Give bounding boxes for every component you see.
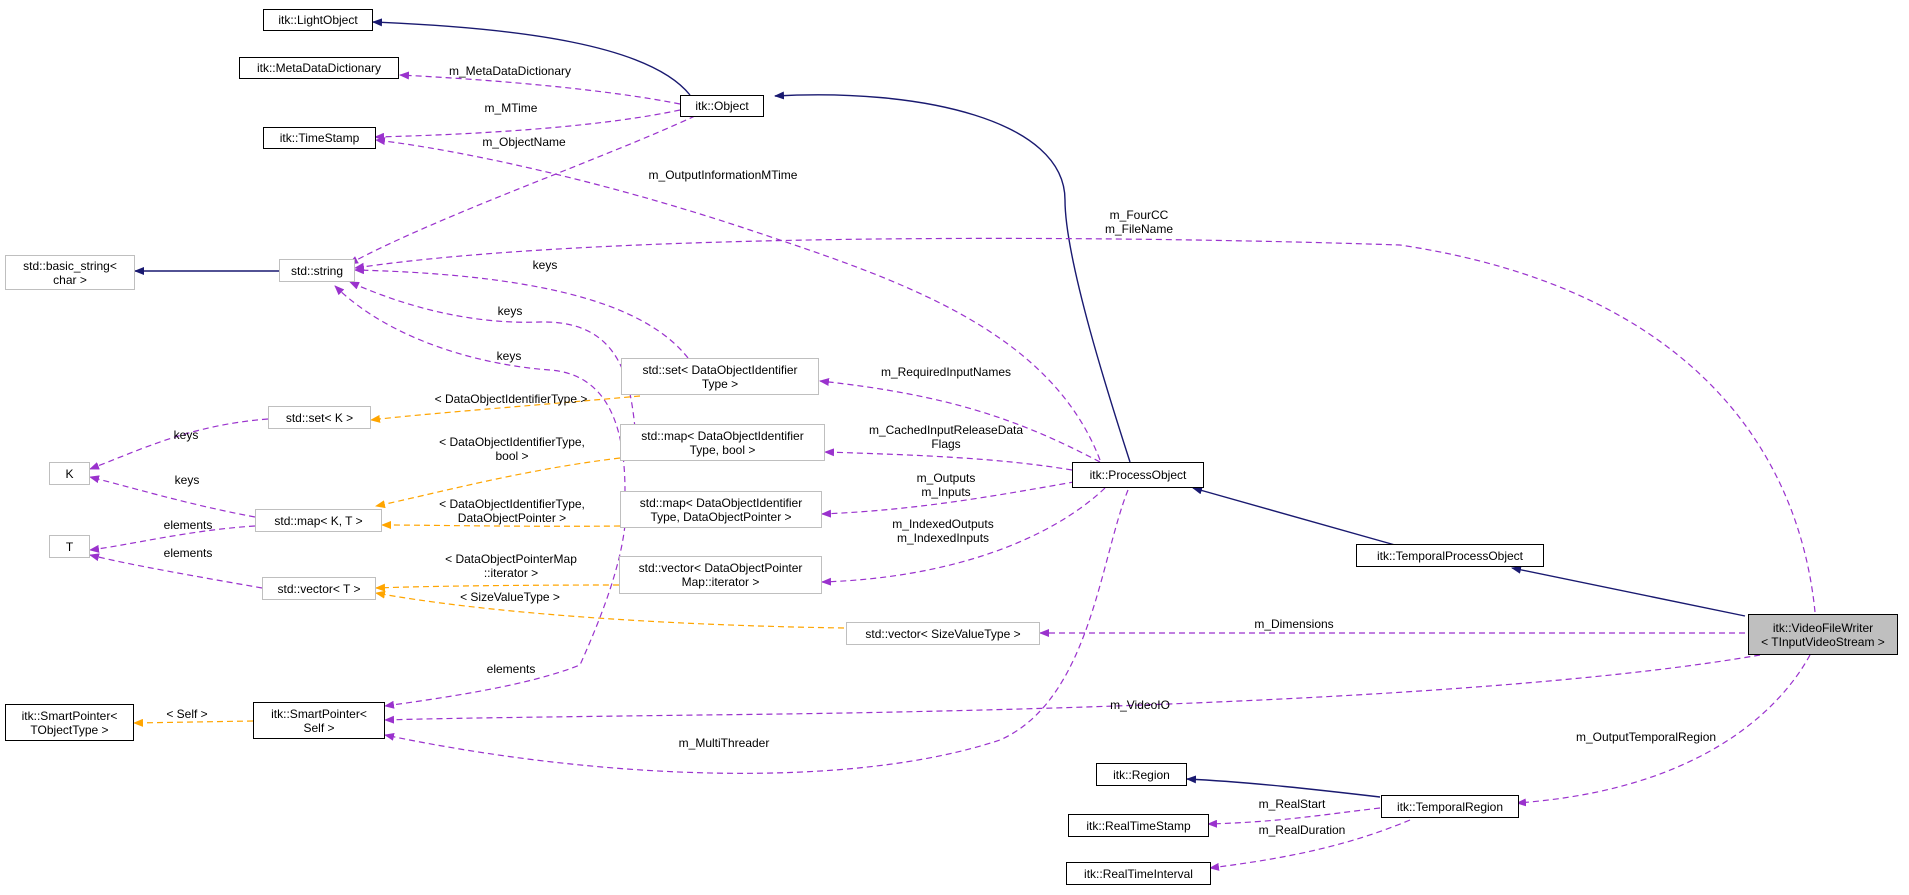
- label-tpl-self: < Self >: [166, 707, 208, 721]
- edge-object-to-lightobject: [372, 18, 691, 96]
- label-m-realduration: m_RealDuration: [1258, 823, 1346, 837]
- label-elements-vector: elements: [163, 546, 213, 560]
- node-std-string[interactable]: std::string: [279, 259, 355, 282]
- edge-smartpointer-self-from-tobject: [133, 718, 254, 727]
- edge-map-ptr-keys-string: [334, 285, 626, 493]
- node-itk-object[interactable]: itk::Object: [680, 95, 764, 117]
- edge-object-uses-timestamp: [374, 109, 681, 141]
- edge-temporalprocessobject-to-processobject: [1192, 486, 1396, 546]
- node-itk-smartpointer-tobjecttype[interactable]: itk::SmartPointer< TObjectType >: [5, 704, 134, 741]
- edge-vector-elements-t: [89, 553, 263, 589]
- edge-videofilewriter-to-temporalprocessobject: [1511, 565, 1746, 617]
- node-std-set-k[interactable]: std::set< K >: [268, 406, 371, 429]
- label-m-mtime: m_MTime: [484, 101, 538, 115]
- label-m-requiredinputnames: m_RequiredInputNames: [880, 365, 1012, 379]
- edge-processobject-uses-map-bool: [824, 448, 1073, 471]
- edge-temporalregion-uses-realtimestamp: [1207, 807, 1381, 828]
- node-std-set-dataobjectidentifiertype[interactable]: std::set< DataObjectIdentifier Type >: [621, 358, 819, 395]
- edge-processobject-uses-vector-iter: [821, 487, 1106, 586]
- node-itk-temporalregion[interactable]: itk::TemporalRegion: [1381, 795, 1519, 818]
- edge-map-bool-from-mapkt: [375, 457, 621, 509]
- edge-map-bool-keys-string: [349, 281, 636, 429]
- label-keys-setk: keys: [173, 428, 199, 442]
- label-m-outputs-inputs: m_Outputs m_Inputs: [916, 471, 976, 499]
- edge-processobject-uses-set-dataobjectid: [819, 377, 1101, 463]
- label-m-metadatadictionary: m_MetaDataDictionary: [448, 64, 572, 78]
- node-itk-videofilewriter[interactable]: itk::VideoFileWriter < TInputVideoStream…: [1748, 614, 1898, 655]
- edge-processobject-to-object: [774, 91, 1131, 463]
- edge-set-dataobjectid-keys-string: [354, 266, 689, 359]
- edge-videofilewriter-uses-smartpointer: [384, 654, 1761, 724]
- edge-videofilewriter-uses-temporalregion: [1516, 654, 1811, 807]
- node-itk-lightobject[interactable]: itk::LightObject: [263, 9, 373, 31]
- node-itk-smartpointer-self[interactable]: itk::SmartPointer< Self >: [253, 702, 385, 739]
- node-t[interactable]: T: [49, 535, 90, 558]
- edge-object-uses-string: [348, 115, 696, 265]
- label-keys-map-bool: keys: [497, 304, 523, 318]
- label-m-cachedinputreleasedataflags: m_CachedInputReleaseData Flags: [868, 423, 1024, 451]
- edge-processobject-uses-map-ptr: [821, 479, 1086, 518]
- node-std-map-k-t[interactable]: std::map< K, T >: [255, 509, 382, 532]
- edge-videofilewriter-uses-string: [354, 237, 1816, 613]
- node-itk-temporalprocessobject[interactable]: itk::TemporalProcessObject: [1356, 544, 1544, 567]
- label-tpl-vector-iter: < DataObjectPointerMap ::iterator >: [445, 552, 577, 580]
- label-m-indexedoutputs-inputs: m_IndexedOutputs m_IndexedInputs: [892, 517, 994, 545]
- node-std-vector-dataobjectpointermap-iterator[interactable]: std::vector< DataObjectPointer Map::iter…: [619, 556, 822, 594]
- node-std-vector-sizevaluetype[interactable]: std::vector< SizeValueType >: [846, 622, 1040, 645]
- node-itk-region[interactable]: itk::Region: [1096, 763, 1187, 786]
- edge-temporalregion-to-region: [1186, 775, 1381, 798]
- edge-mapkt-elements-t: [89, 525, 256, 553]
- node-itk-realtimestamp[interactable]: itk::RealTimeStamp: [1068, 814, 1209, 837]
- node-itk-timestamp[interactable]: itk::TimeStamp: [263, 127, 376, 149]
- label-m-outputtemporalregion: m_OutputTemporalRegion: [1575, 730, 1717, 744]
- node-std-vector-t[interactable]: std::vector< T >: [262, 577, 376, 600]
- edge-map-ptr-from-mapkt: [381, 521, 621, 530]
- label-tpl-sizevalue: < SizeValueType >: [460, 590, 560, 604]
- label-m-videoio: m_VideoIO: [1110, 698, 1170, 712]
- label-m-outputinformationmtime: m_OutputInformationMTime: [648, 168, 798, 182]
- label-m-dimensions: m_Dimensions: [1254, 617, 1334, 631]
- label-m-realstart: m_RealStart: [1258, 797, 1326, 811]
- label-elements-smartpointer: elements: [486, 662, 536, 676]
- edge-vector-iter-from-vector: [375, 583, 620, 592]
- edge-object-uses-metadatadictionary: [399, 71, 681, 105]
- edge-temporalregion-uses-realtimeinterval: [1209, 819, 1411, 871]
- label-tpl-set: < DataObjectIdentifierType >: [434, 392, 588, 406]
- node-std-map-dataobjectidentifiertype-bool[interactable]: std::map< DataObjectIdentifier Type, boo…: [620, 424, 825, 461]
- edge-setk-keys-k: [89, 418, 269, 470]
- label-m-multithreader: m_MultiThreader: [678, 736, 770, 750]
- node-std-map-dataobjectidentifiertype-dataobjectpointer[interactable]: std::map< DataObjectIdentifier Type, Dat…: [620, 491, 822, 528]
- node-std-basic-string[interactable]: std::basic_string< char >: [5, 255, 135, 290]
- edge-processobject-uses-timestamp: [375, 137, 1101, 461]
- label-tpl-map-bool: < DataObjectIdentifierType, bool >: [439, 435, 585, 463]
- edge-set-dataobjectid-from-setk: [370, 395, 641, 423]
- label-tpl-map-ptr: < DataObjectIdentifierType, DataObjectPo…: [439, 497, 585, 525]
- edge-mapkt-keys-k: [89, 475, 256, 518]
- label-keys-mapkt: keys: [174, 473, 200, 487]
- node-itk-processobject[interactable]: itk::ProcessObject: [1072, 462, 1204, 488]
- label-keys-map-ptr: keys: [496, 349, 522, 363]
- node-itk-realtimeinterval[interactable]: itk::RealTimeInterval: [1066, 862, 1211, 885]
- label-elements-mapkt: elements: [163, 518, 213, 532]
- label-m-objectname: m_ObjectName: [482, 135, 566, 149]
- edge-vector-sizevalue-from-vector: [375, 590, 845, 629]
- label-m-fourcc-filename: m_FourCC m_FileName: [1104, 208, 1174, 236]
- label-keys-set: keys: [532, 258, 558, 272]
- node-itk-metadatadictionary[interactable]: itk::MetaDataDictionary: [239, 57, 399, 79]
- node-k[interactable]: K: [49, 462, 90, 485]
